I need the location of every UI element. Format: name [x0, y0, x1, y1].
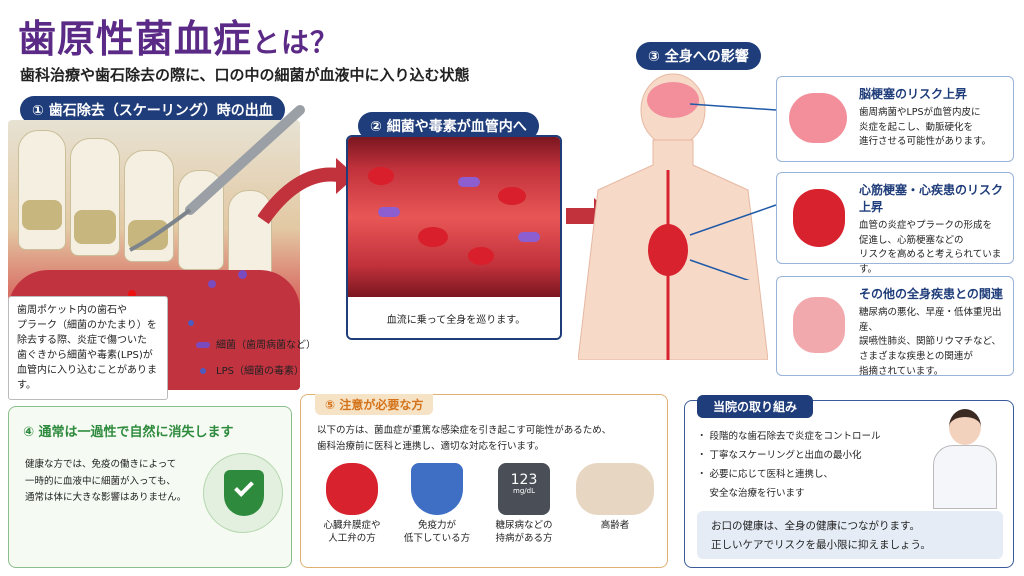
bacteria-icon — [196, 342, 210, 348]
risk-heart-valve: 心臓弁膜症や人工弁の方 — [311, 463, 393, 546]
elderly-couple-icon — [576, 463, 654, 515]
doctor-icon — [925, 407, 1005, 511]
connector-lines — [689, 103, 777, 280]
lps-icon — [200, 368, 206, 374]
lungs-icon — [793, 297, 845, 353]
section3-label: ③ 全身への影響 — [636, 42, 761, 70]
shield-icon — [411, 463, 463, 515]
legend-bacteria: 細菌（歯周病菌など） — [196, 336, 316, 351]
section4-text: 健康な方では、免疫の働きによって一時的に血液中に細菌が入っても、通常は体に大きな… — [25, 459, 187, 504]
section1-caption: 歯周ポケット内の歯石やプラーク（細菌のかたまり）を除去する際、炎症で傷ついた歯ぐ… — [8, 296, 168, 400]
info-box-stroke: 脳梗塞のリスク上昇 歯周病菌やLPSが血管内皮に炎症を起こし、動脈硬化を進行させ… — [776, 76, 1014, 162]
legend-lps: LPS（細菌の毒素） — [196, 362, 304, 377]
blood-vessel-illustration: 血流に乗って全身を巡ります。 — [346, 135, 562, 340]
section6-label: 当院の取り組み — [697, 395, 814, 418]
section5-label: ⑤ 注意が必要な方 — [315, 394, 434, 415]
human-body-icon — [578, 73, 768, 360]
immune-shield-icon — [203, 453, 283, 533]
info-box-other: その他の全身疾患との関連 糖尿病の悪化、早産・低体重児出産、誤嚥性肺炎、関節リウ… — [776, 276, 1014, 377]
section2-caption: 血流に乗って全身を巡ります。 — [348, 297, 560, 338]
info-box-heart: 心筋梗塞・心疾患のリスク上昇 血管の炎症やプラークの形成を促進し、心筋梗塞などの… — [776, 172, 1014, 275]
section4-label: ④ 通常は一過性で自然に消失します — [23, 425, 234, 440]
arrow-icon — [258, 158, 356, 225]
page-subtitle: 歯科治療や歯石除去の際に、口の中の細菌が血液中に入り込む状態 — [20, 66, 470, 84]
page-title: 歯原性菌血症とは？ — [18, 17, 340, 61]
section5-text: 以下の方は、菌血症が重篤な感染症を引き起こす可能性があるため、歯科治療前に医科と… — [317, 425, 612, 453]
section4-panel: ④ 通常は一過性で自然に消失します 健康な方では、免疫の働きによって一時的に血液… — [8, 406, 292, 568]
risk-elderly: 高齢者 — [567, 463, 663, 532]
section5-panel: ⑤ 注意が必要な方 以下の方は、菌血症が重篤な感染症を引き起こす可能性があるため… — [300, 394, 668, 568]
heart-icon — [326, 463, 378, 515]
closing-message: お口の健康は、全身の健康につながります。正しいケアでリスクを最小限に抑えましょう… — [697, 511, 1003, 559]
brain-icon — [789, 93, 847, 143]
section6-bullets: ・ 段階的な歯石除去で炎症をコントロール・ 丁寧なスケーリングと出血の最小化・ … — [697, 431, 881, 499]
risk-immune: 免疫力が低下している方 — [395, 463, 479, 546]
section6-panel: 当院の取り組み ・ 段階的な歯石除去で炎症をコントロール・ 丁寧なスケーリングと… — [684, 395, 1014, 568]
scaler-instrument — [129, 105, 305, 252]
section1-label: ① 歯石除去（スケーリング）時の出血 — [20, 96, 285, 124]
heart-icon — [793, 189, 845, 247]
